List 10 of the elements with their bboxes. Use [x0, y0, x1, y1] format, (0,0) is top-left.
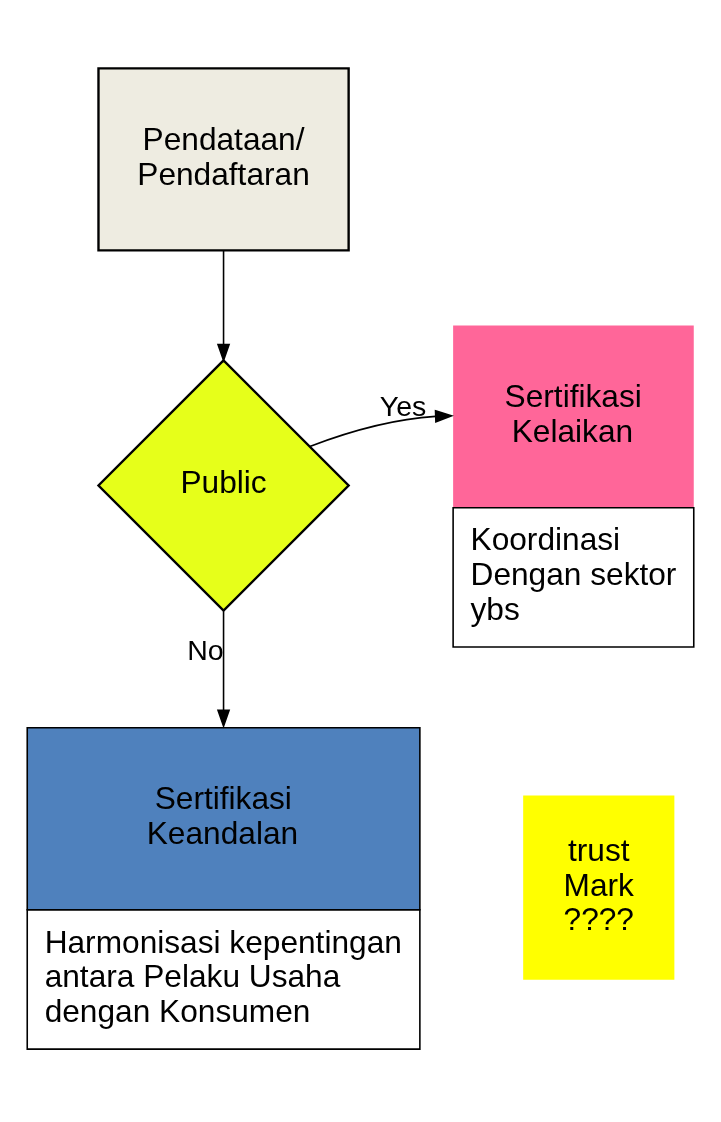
- arrow: [216, 249, 231, 363]
- edge-label: No: [187, 633, 224, 666]
- node-box: trust Mark ????: [523, 794, 675, 980]
- arrow: [309, 409, 454, 447]
- arrow: [216, 609, 231, 729]
- node-label: Koordinasi Dengan sektor ybs: [470, 520, 677, 627]
- node-label: Harmonisasi kepentingan antara Pelaku Usaha dengan Konsumen: [44, 923, 402, 1029]
- node-box: Pendataan/ Pendaftaran: [97, 66, 350, 252]
- node-diamond: Public: [96, 358, 351, 612]
- edge-label: Yes: [379, 389, 427, 422]
